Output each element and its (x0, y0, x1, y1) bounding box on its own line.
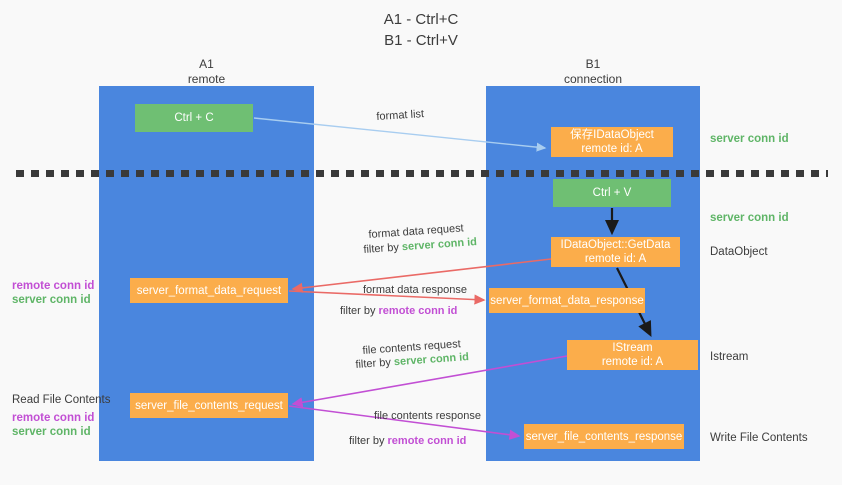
right-label-write-file-contents: Write File Contents (710, 432, 808, 444)
edge-label-format-data-response-text: format data response (363, 284, 467, 296)
node-getdata-sub: remote id: A (584, 253, 647, 265)
edge-label-file-contents-response-filter: filter by remote conn id (349, 434, 466, 448)
left-label-group-file: remote conn id server conn id (12, 411, 94, 439)
node-server-file-contents-request-label: server_file_contents_request (135, 399, 283, 412)
left-label-remote-conn-id-1: remote conn id (12, 280, 95, 292)
node-istream[interactable]: IStream remote id: A (567, 340, 698, 370)
node-istream-label: IStream (612, 342, 653, 354)
node-idataobject-sub: remote id: A (581, 143, 643, 155)
right-label-server-conn-id-top: server conn id (710, 133, 789, 145)
node-ctrl-v-label: Ctrl + V (592, 187, 632, 199)
node-ctrl-v[interactable]: Ctrl + V (553, 179, 671, 207)
right-label-server-conn-id-mid: server conn id (710, 212, 789, 224)
filter-value-server-conn-id: server conn id (401, 236, 478, 254)
node-getdata-label: IDataObject::GetData (560, 239, 671, 251)
page-title: A1 - Ctrl+C B1 - Ctrl+V (0, 9, 842, 51)
left-label-server-conn-id-1: server conn id (12, 294, 91, 306)
node-server-file-contents-response[interactable]: server_file_contents_response (524, 424, 684, 449)
node-ctrl-c-label: Ctrl + C (174, 112, 214, 124)
phase-divider (16, 170, 828, 177)
filter-prefix: filter by (340, 305, 379, 317)
node-server-file-contents-response-label: server_file_contents_response (525, 430, 683, 443)
node-istream-sub: remote id: A (601, 356, 664, 368)
column-a1-sub: remote (187, 72, 226, 86)
left-label-read-file-contents: Read File Contents (12, 394, 111, 406)
edge-label-file-contents-response: file contents response (374, 409, 481, 423)
left-label-remote-conn-id-2: remote conn id (12, 412, 95, 424)
column-header-b1: B1 connection (486, 57, 700, 87)
edge-label-format-data-response: format data response (363, 283, 467, 297)
title-line-1: A1 - Ctrl+C (383, 11, 459, 28)
node-server-file-contents-request[interactable]: server_file_contents_request (130, 393, 288, 418)
node-server-format-data-request[interactable]: server_format_data_request (130, 278, 288, 303)
filter-value-remote-conn-id: remote conn id (378, 305, 458, 317)
title-line-2: B1 - Ctrl+V (384, 32, 458, 49)
column-header-a1: A1 remote (99, 57, 314, 87)
node-idataobject[interactable]: 保存IDataObject remote id: A (551, 127, 673, 157)
right-label-dataobject: DataObject (710, 246, 768, 258)
column-b1-sub: connection (563, 72, 623, 86)
node-server-format-data-response-label: server_format_data_response (490, 294, 644, 307)
node-idataobject-label: 保存IDataObject (570, 129, 654, 141)
column-a1-name: A1 (199, 57, 214, 71)
right-label-istream: Istream (710, 351, 749, 363)
filter-prefix: filter by (363, 241, 403, 256)
node-ctrl-c[interactable]: Ctrl + C (135, 104, 253, 132)
filter-prefix: filter by (349, 435, 388, 447)
filter-value-server-conn-id: server conn id (393, 351, 470, 369)
edge-label-format-data-response-filter: filter by remote conn id (340, 304, 457, 318)
node-server-format-data-response[interactable]: server_format_data_response (489, 288, 645, 313)
node-server-format-data-request-label: server_format_data_request (136, 284, 282, 297)
left-label-server-conn-id-2: server conn id (12, 426, 91, 438)
filter-value-remote-conn-id: remote conn id (387, 435, 467, 447)
filter-prefix: filter by (355, 356, 395, 371)
edge-label-format-list-text: format list (376, 108, 425, 123)
edge-label-file-contents-response-text: file contents response (374, 410, 482, 422)
column-b1-name: B1 (585, 57, 601, 71)
left-label-group-format: remote conn id server conn id (12, 279, 94, 307)
node-idataobject-getdata[interactable]: IDataObject::GetData remote id: A (551, 237, 680, 267)
edge-label-format-list: format list (376, 107, 424, 124)
